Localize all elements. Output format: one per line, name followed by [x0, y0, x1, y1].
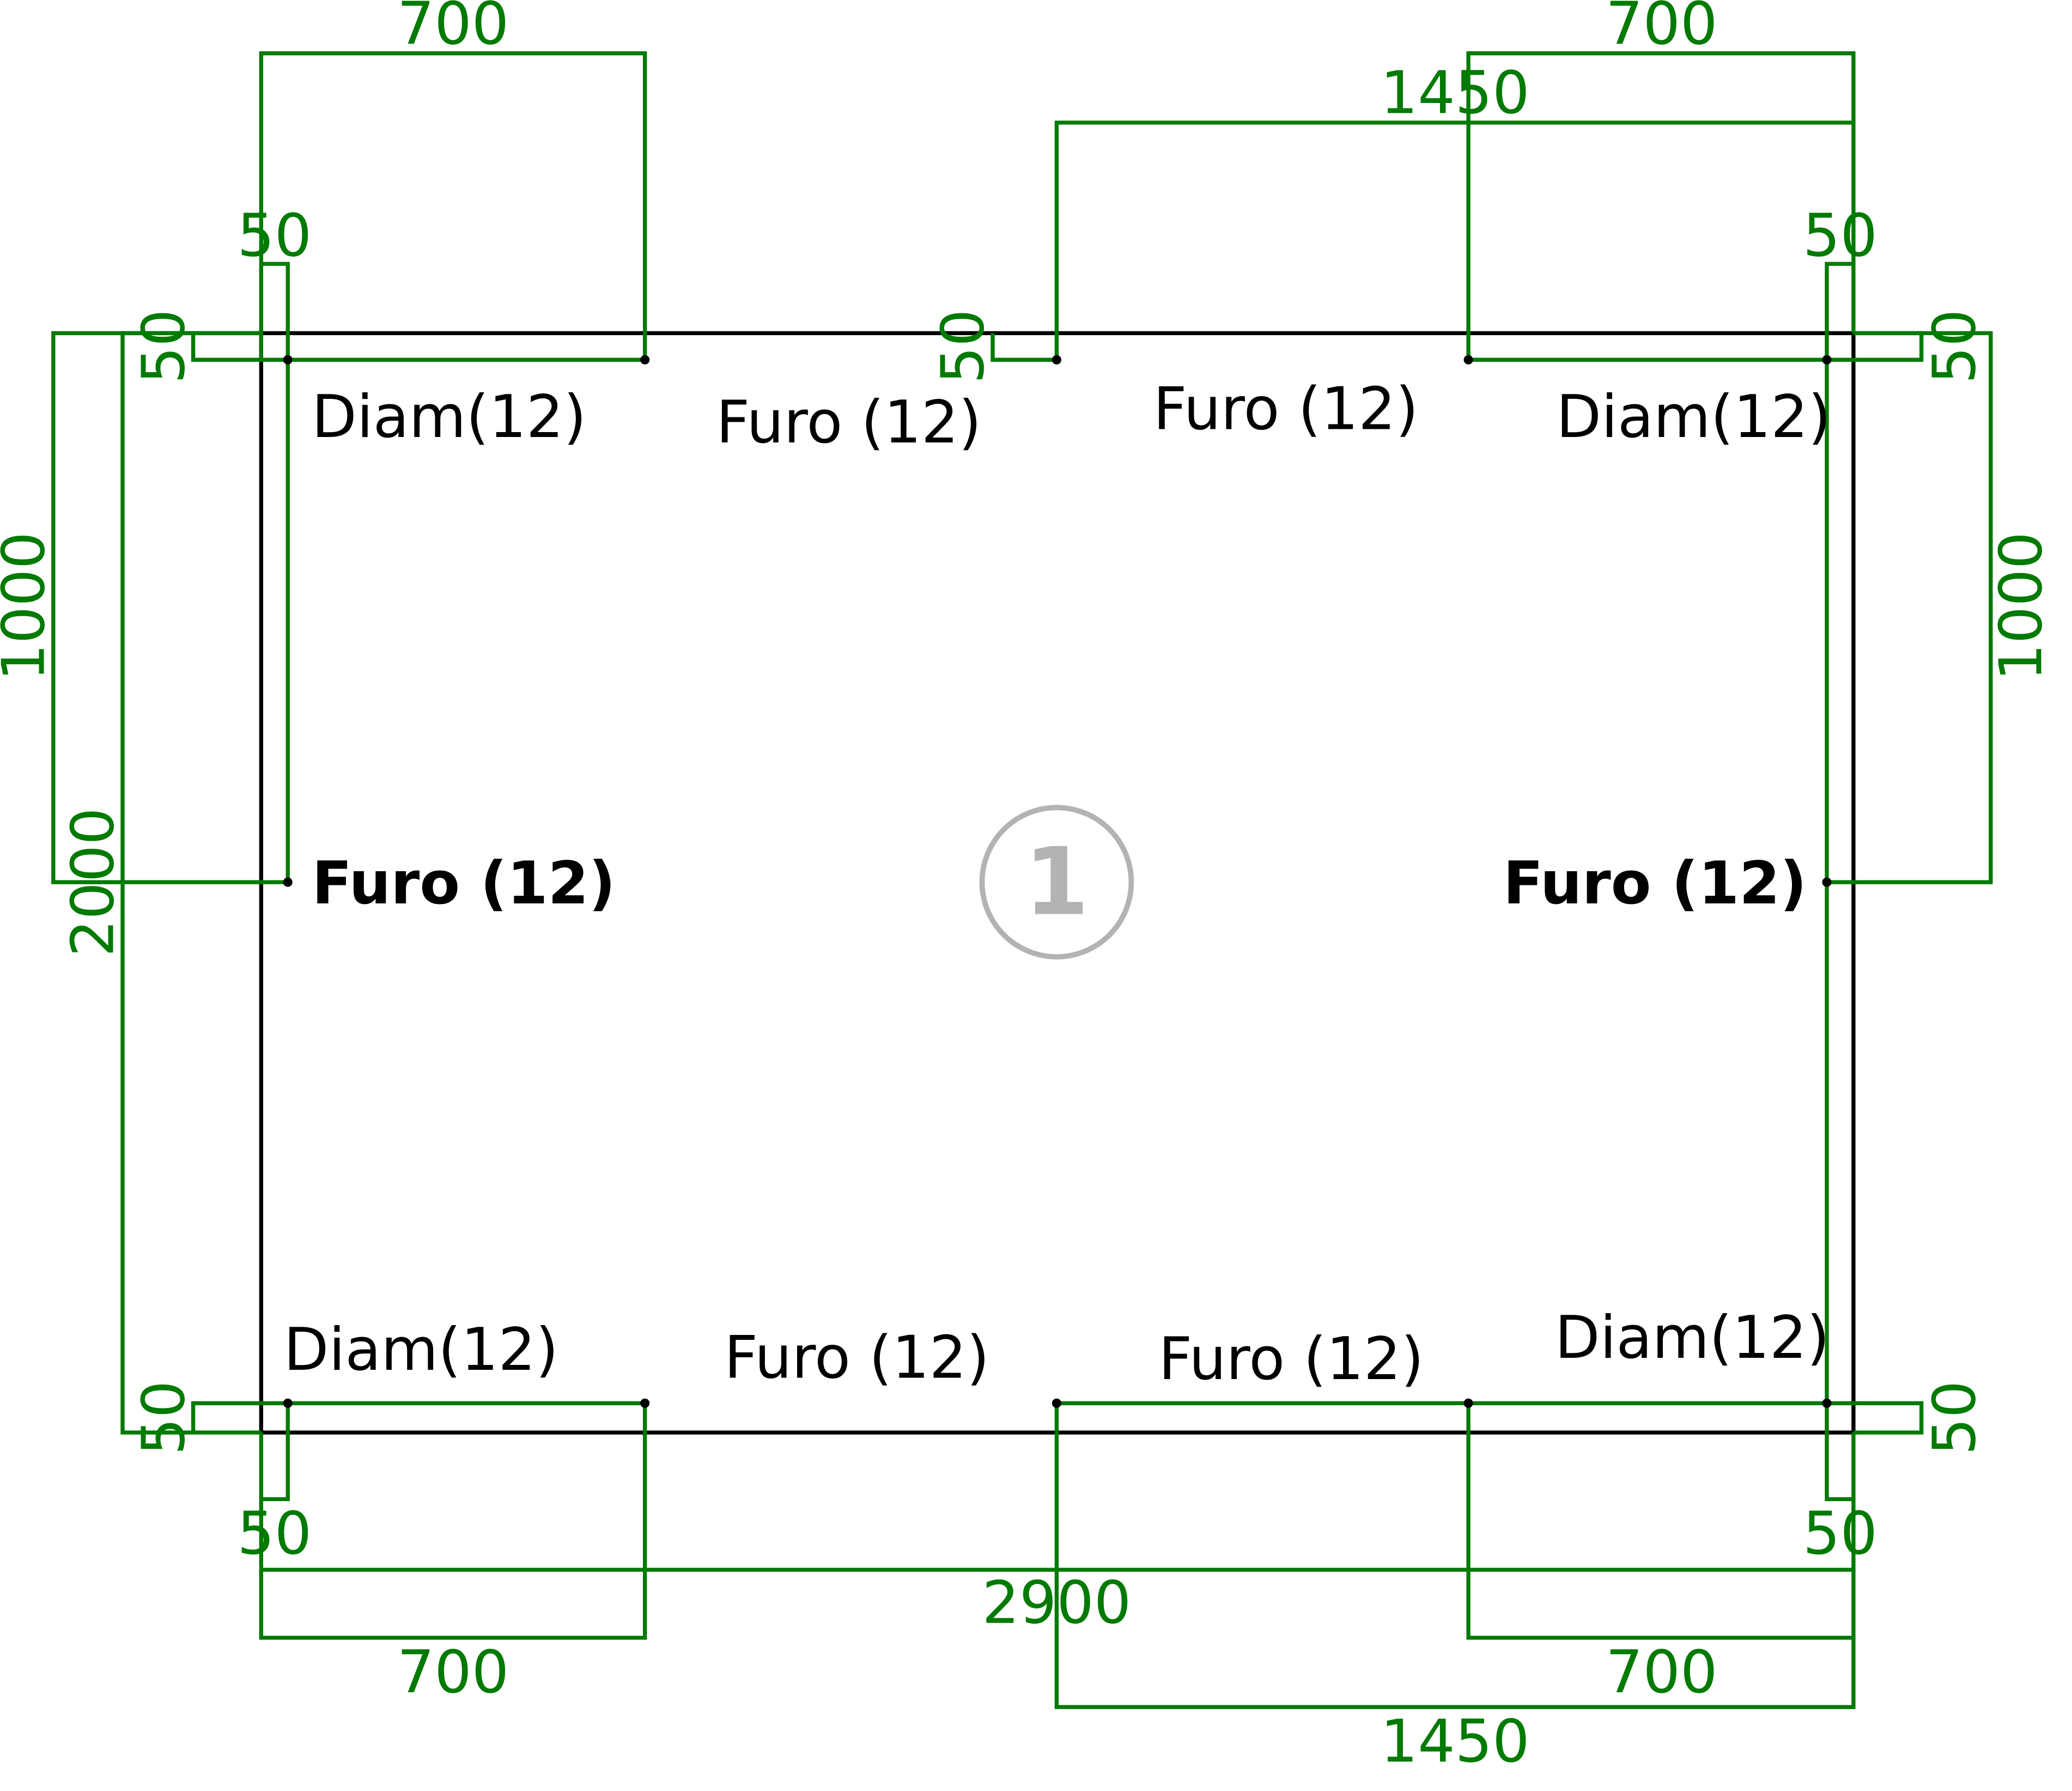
- dim-left-bottom-50: 50: [130, 1381, 198, 1455]
- dim-top-right-700: 700: [1606, 0, 1717, 58]
- dim-top-left-700: 700: [397, 0, 509, 58]
- dim-right-bottom-50: 50: [1921, 1381, 1989, 1455]
- dim-bottom-left-700: 700: [397, 1638, 509, 1707]
- dim-bottom-2900: 2900: [982, 1569, 1131, 1637]
- dimension-lines: [51, 51, 1993, 1709]
- hole-label-bottom-left: Diam(12): [284, 1316, 558, 1384]
- dim-left-top-50: 50: [130, 309, 198, 384]
- hole-label-bottom-mid-right: Furo (12): [1158, 1325, 1424, 1393]
- hole-label-mid-left: Furo (12): [312, 849, 615, 918]
- hole-label-bottom-mid-left: Furo (12): [724, 1324, 989, 1392]
- hole-label-top-left: Diam(12): [312, 383, 586, 451]
- dim-bottom-right-700: 700: [1606, 1638, 1717, 1707]
- hole-label-top-mid-left: Furo (12): [716, 388, 981, 457]
- hole-label-mid-right: Furo (12): [1503, 849, 1807, 918]
- dim-top-left-50: 50: [237, 202, 312, 270]
- dim-left-1000: 1000: [0, 532, 58, 681]
- dim-top-right-50: 50: [1803, 202, 1877, 270]
- hole-label-top-mid-right: Furo (12): [1153, 375, 1419, 443]
- part-marker-number: 1: [1024, 828, 1089, 937]
- dim-right-top-50: 50: [1921, 309, 1989, 384]
- dim-top-1450: 1450: [1381, 59, 1530, 128]
- dim-left-2000: 2000: [59, 808, 127, 957]
- hole-label-bottom-right: Diam(12): [1555, 1304, 1830, 1372]
- dim-right-1000: 1000: [1988, 532, 2056, 681]
- hole-points: [283, 355, 1832, 1408]
- part-marker-circle: [979, 805, 1134, 960]
- dim-mid-top-50: 50: [929, 309, 998, 384]
- dim-bottom-1450: 1450: [1381, 1708, 1530, 1776]
- dim-bottom-right-50: 50: [1803, 1499, 1877, 1568]
- dim-bottom-left-50: 50: [237, 1499, 312, 1568]
- hole-label-top-right: Diam(12): [1556, 383, 1831, 451]
